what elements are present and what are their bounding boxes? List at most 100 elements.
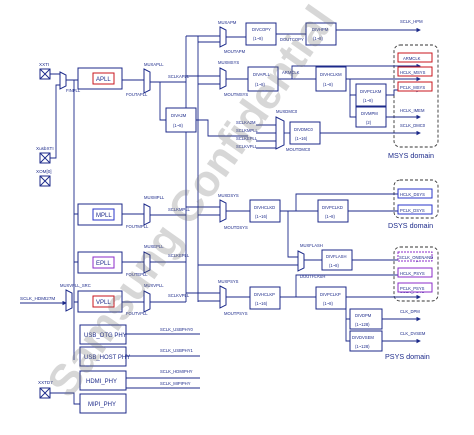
div-mpm-range: (2) bbox=[366, 120, 372, 125]
div-pclk-dsys-label: DIVPCLKD bbox=[322, 205, 343, 210]
div-hclk-psys-range: (1~16) bbox=[255, 301, 268, 306]
mux-dmc0-label: MUXDMC0 bbox=[276, 109, 298, 114]
msys-domain-label: MSYS domain bbox=[388, 151, 434, 160]
mux-vpll bbox=[143, 290, 151, 313]
sclk-hpm-label: SCLK_HPM bbox=[400, 19, 423, 24]
msys-out-armclk-label: ARMCLK bbox=[403, 56, 421, 61]
mux-dsys-label: MUXDSYS bbox=[218, 193, 239, 198]
xom-label: XOM[0] bbox=[36, 169, 52, 174]
msys-out-hclk-label: HCLK_MSYS bbox=[400, 70, 426, 75]
apll-label: APLL bbox=[96, 77, 111, 83]
fout-epll-label: FOUTEPLL bbox=[126, 272, 148, 277]
mpll-inner bbox=[92, 208, 115, 221]
phy-signal-2: SCLK_HDMIPHY bbox=[160, 369, 193, 374]
div-pclk-dsys-range: (1~8) bbox=[325, 214, 335, 219]
sclk-apll-label: SCLKAPLL bbox=[168, 74, 190, 79]
phy-signal-3: SCLK_MIPIPHY bbox=[160, 381, 191, 386]
mux-apm-label: MUXAPM bbox=[218, 20, 237, 25]
psys-out-hclk bbox=[397, 267, 433, 278]
apll-inner bbox=[92, 72, 115, 85]
div-a2m-range: (1~8) bbox=[173, 123, 183, 128]
dsys-domain-box bbox=[393, 179, 439, 219]
div-dpm-range: (1~128) bbox=[355, 322, 370, 327]
div-pclk-psys-label: DIVPCLKP bbox=[320, 292, 341, 297]
mux-psys bbox=[219, 285, 227, 309]
phy-signal-0: SCLK_USBPHY0 bbox=[160, 327, 193, 332]
mux-msys-label: MUXMSYS bbox=[218, 60, 239, 65]
xusbxti-label: XusbXTI bbox=[36, 146, 54, 151]
psys-out-pclk-label: PCLK_PSYS bbox=[400, 286, 425, 291]
moutpsys-label: MOUTPSYS bbox=[224, 311, 248, 316]
div-hpm-range: (1~8) bbox=[313, 36, 323, 41]
sclk-epll-label: SCLKEPLL bbox=[168, 253, 190, 258]
vpll-label: VPLL bbox=[96, 300, 111, 306]
vpll-inner bbox=[92, 295, 115, 308]
moutmsys-label: MOUTMSYS bbox=[224, 92, 248, 97]
xxtd7-label: XXTD7 bbox=[38, 380, 53, 385]
finpll-label: FINPLL bbox=[66, 88, 81, 93]
fin-mux bbox=[59, 71, 67, 90]
fout-apll-label: FOUTAPLL bbox=[126, 92, 148, 97]
div-hpm-label: DIVHPM bbox=[312, 27, 329, 32]
armclk-label: ARMCLK bbox=[282, 70, 300, 75]
div-pclk-psys-range: (1~8) bbox=[323, 301, 333, 306]
moutdsys-label: MOUTDSYS bbox=[224, 225, 248, 230]
clk-dvsem-label: CLK_DVSEM bbox=[400, 331, 426, 336]
div-hclk-psys-label: DIVHCLKP bbox=[254, 292, 275, 297]
dsys-out-hclk bbox=[397, 188, 433, 199]
div-hclk-msys-range: (1~8) bbox=[323, 82, 333, 87]
mux-epll bbox=[143, 251, 151, 274]
phy-usb-host-label: USB_HOST PHY bbox=[84, 355, 130, 361]
mux-dmc0 bbox=[275, 116, 285, 150]
div-dvsem-range: (1~128) bbox=[355, 344, 370, 349]
vpll-src-mux-label: MUXVPLL_SRC bbox=[60, 283, 91, 288]
psys-out-onenand-label: SCLK_ONENAND bbox=[399, 255, 433, 260]
mux-msys bbox=[219, 67, 227, 90]
epll-inner bbox=[92, 256, 115, 269]
doutcopy-label: DOUTCOPY bbox=[280, 37, 304, 42]
div-apll-range: (1~8) bbox=[255, 82, 265, 87]
sclk-hdmi27m-label: SCLK_HDMI27M bbox=[20, 296, 55, 301]
phy-hdmi bbox=[79, 370, 127, 391]
div-hclk-msys bbox=[315, 66, 347, 92]
fout-mpll-label: FOUTMPLL bbox=[126, 224, 149, 229]
moutdmc0-label: MOUTDMC0 bbox=[286, 147, 311, 152]
div-hclk-dsys-range: (1~16) bbox=[255, 214, 268, 219]
phy-hdmi-label: HDMI_PHY bbox=[86, 379, 117, 385]
msys-domain-box bbox=[393, 44, 439, 148]
sclk-dmc0-label: SCLK_DMC0 bbox=[400, 123, 426, 128]
msys-out-pclk-label: PCLK_MSYS bbox=[400, 85, 425, 90]
div-pclk-msys-range: (1~8) bbox=[363, 98, 373, 103]
vpll-src-mux bbox=[65, 289, 73, 312]
div-dpm-label: DIVDPM bbox=[355, 313, 372, 318]
hclk-imem-label: HCLK_IMEM bbox=[400, 108, 425, 113]
div-pclk-msys-label: DIVPCLKM bbox=[360, 89, 382, 94]
msys-out-armclk bbox=[397, 52, 433, 63]
div-hclk-dsys-label: DIVHCLKD bbox=[254, 205, 275, 210]
mux-mpll-label: MUXMPLL bbox=[144, 195, 165, 200]
mux-flash-label: MUXFLASH bbox=[300, 243, 323, 248]
dmc0-in-0: SCLKA2M bbox=[236, 120, 256, 125]
phy-usb-otg-label: USB_OTG PHY bbox=[84, 333, 127, 339]
div-dmc0-label: DIVDMC0 bbox=[294, 127, 314, 132]
mux-psys-label: MUXPSYS bbox=[218, 279, 239, 284]
msys-out-pclk bbox=[397, 81, 433, 92]
mux-apll bbox=[143, 68, 151, 94]
div-dmc0-range: (1~16) bbox=[295, 136, 308, 141]
div-dvsem-label: DIVDVSEM bbox=[352, 335, 374, 340]
phy-mipi-label: MIPI_PHY bbox=[88, 402, 116, 408]
div-a2m bbox=[165, 107, 197, 133]
fout-vpll-label: FOUTVPLL bbox=[126, 311, 148, 316]
xxti-label: XXTI bbox=[39, 62, 49, 67]
dout-flash-label: DOUTFLASH bbox=[300, 274, 325, 279]
div-flash-label: DIVFLASH bbox=[326, 254, 346, 259]
div-copy-label: DIVCOPY bbox=[252, 27, 271, 32]
mux-dsys bbox=[219, 199, 227, 223]
psys-domain-box bbox=[393, 246, 439, 302]
watermark: Samsung Confidential bbox=[38, 0, 345, 406]
mux-epll-label: MUXEPLL bbox=[144, 244, 164, 249]
dmc0-in-3: SCLKVPLL bbox=[236, 144, 258, 149]
div-hclk-psys bbox=[249, 286, 281, 310]
div-flash-range: (1~8) bbox=[329, 263, 339, 268]
